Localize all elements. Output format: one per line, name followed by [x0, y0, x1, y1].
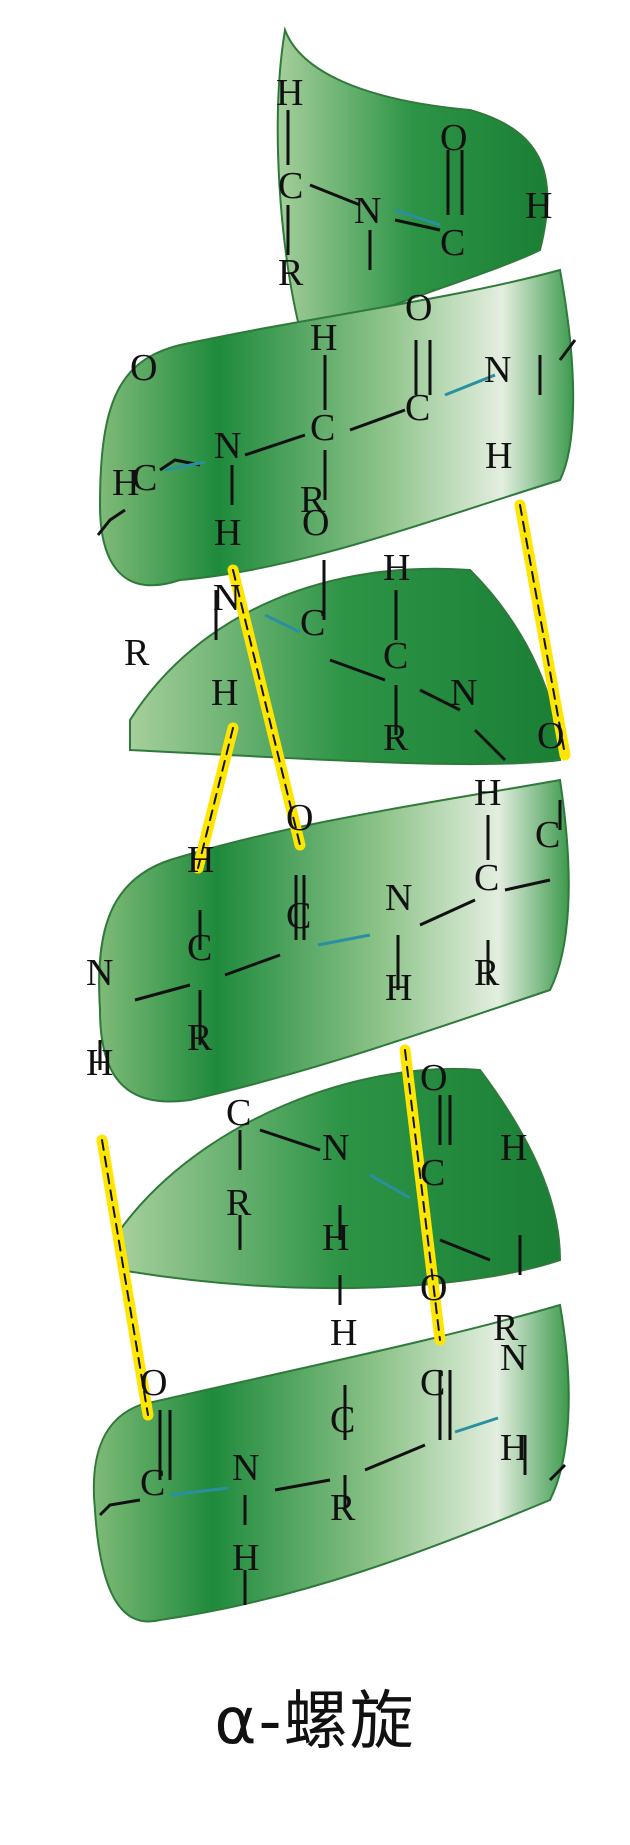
backbone-bonds — [96, 110, 577, 1605]
svg-text:O: O — [420, 1267, 447, 1309]
svg-text:N: N — [232, 1447, 259, 1489]
svg-text:N: N — [450, 672, 477, 714]
svg-text:N: N — [354, 190, 381, 232]
svg-text:O: O — [286, 797, 313, 839]
svg-text:R: R — [124, 632, 150, 674]
svg-text:C: C — [420, 1362, 445, 1404]
svg-text:C: C — [140, 1462, 165, 1504]
svg-text:C: C — [300, 602, 325, 644]
svg-text:C: C — [330, 1399, 355, 1441]
svg-text:H: H — [214, 512, 241, 554]
svg-text:H: H — [211, 672, 238, 714]
svg-text:C: C — [226, 1092, 251, 1134]
svg-text:C: C — [535, 814, 560, 856]
svg-text:O: O — [140, 1362, 167, 1404]
svg-text:C: C — [405, 387, 430, 429]
svg-text:R: R — [493, 1307, 519, 1349]
svg-text:R: R — [330, 1487, 356, 1529]
svg-text:C: C — [132, 457, 157, 499]
svg-text:H: H — [500, 1427, 527, 1469]
svg-text:R: R — [300, 479, 326, 521]
svg-text:H: H — [232, 1537, 259, 1579]
atom-labels: H C R N O C H O C N H H C R O H C N H O … — [86, 72, 564, 1579]
svg-text:H: H — [112, 462, 139, 504]
svg-text:H: H — [330, 1312, 357, 1354]
peptide-bonds — [164, 208, 499, 1497]
svg-text:O: O — [420, 1057, 447, 1099]
svg-text:N: N — [385, 877, 412, 919]
svg-text:C: C — [278, 165, 303, 207]
svg-text:C: C — [310, 407, 335, 449]
svg-text:N: N — [322, 1127, 349, 1169]
svg-text:H: H — [310, 317, 337, 359]
svg-text:H: H — [385, 967, 412, 1009]
svg-text:O: O — [302, 502, 329, 544]
svg-text:R: R — [383, 717, 409, 759]
svg-text:H: H — [485, 435, 512, 477]
svg-text:C: C — [383, 635, 408, 677]
svg-text:H: H — [525, 185, 552, 227]
svg-text:H: H — [474, 772, 501, 814]
svg-text:N: N — [214, 425, 241, 467]
svg-text:C: C — [440, 222, 465, 264]
svg-text:N: N — [500, 1337, 527, 1379]
svg-text:N: N — [484, 349, 511, 391]
svg-text:R: R — [187, 1017, 213, 1059]
svg-text:H: H — [86, 1042, 113, 1084]
svg-text:C: C — [420, 1152, 445, 1194]
svg-text:H: H — [276, 72, 303, 114]
svg-text:O: O — [405, 287, 432, 329]
svg-text:R: R — [474, 952, 500, 994]
hydrogen-bonds — [96, 499, 571, 1421]
svg-text:O: O — [130, 347, 157, 389]
svg-text:C: C — [187, 927, 212, 969]
svg-text:C: C — [474, 857, 499, 899]
svg-text:R: R — [278, 252, 304, 294]
svg-text:H: H — [322, 1217, 349, 1259]
svg-text:O: O — [537, 715, 564, 757]
svg-text:H: H — [500, 1127, 527, 1169]
svg-text:C: C — [286, 895, 311, 937]
diagram-title: α-螺旋 — [214, 1685, 416, 1759]
svg-text:R: R — [226, 1182, 252, 1224]
svg-text:O: O — [440, 117, 467, 159]
svg-text:H: H — [383, 547, 410, 589]
svg-text:H: H — [187, 839, 214, 881]
svg-text:N: N — [86, 952, 113, 994]
svg-text:N: N — [213, 577, 240, 619]
